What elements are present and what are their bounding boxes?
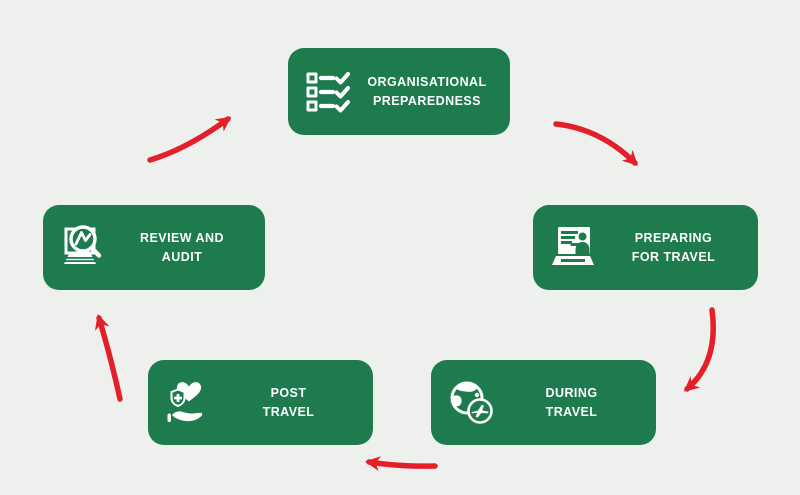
arrow-preparing-to-during bbox=[683, 307, 716, 392]
checklist-icon bbox=[304, 68, 352, 116]
laptop-person-icon bbox=[549, 224, 597, 272]
node-post-travel: POST TRAVEL bbox=[148, 360, 373, 445]
node-label: REVIEW AND AUDIT bbox=[140, 230, 224, 264]
node-organisational-preparedness: ORGANISATIONAL PREPAREDNESS bbox=[288, 48, 510, 135]
arrow-during-to-post bbox=[364, 456, 438, 472]
arrow-review-to-organisational bbox=[147, 116, 232, 163]
arrow-organisational-to-preparing bbox=[553, 121, 638, 166]
magnifier-laptop-icon bbox=[59, 224, 107, 272]
node-label: DURING TRAVEL bbox=[545, 385, 598, 419]
globe-plane-icon bbox=[447, 379, 495, 427]
hand-heart-shield-icon bbox=[164, 379, 212, 427]
node-preparing-for-travel: PREPARING FOR TRAVEL bbox=[533, 205, 758, 290]
node-label: POST TRAVEL bbox=[262, 385, 315, 419]
node-label: ORGANISATIONAL PREPAREDNESS bbox=[367, 74, 487, 108]
arrow-post-to-review bbox=[94, 314, 123, 402]
node-review-and-audit: REVIEW AND AUDIT bbox=[43, 205, 265, 290]
node-label: PREPARING FOR TRAVEL bbox=[631, 230, 716, 264]
node-during-travel: DURING TRAVEL bbox=[431, 360, 656, 445]
